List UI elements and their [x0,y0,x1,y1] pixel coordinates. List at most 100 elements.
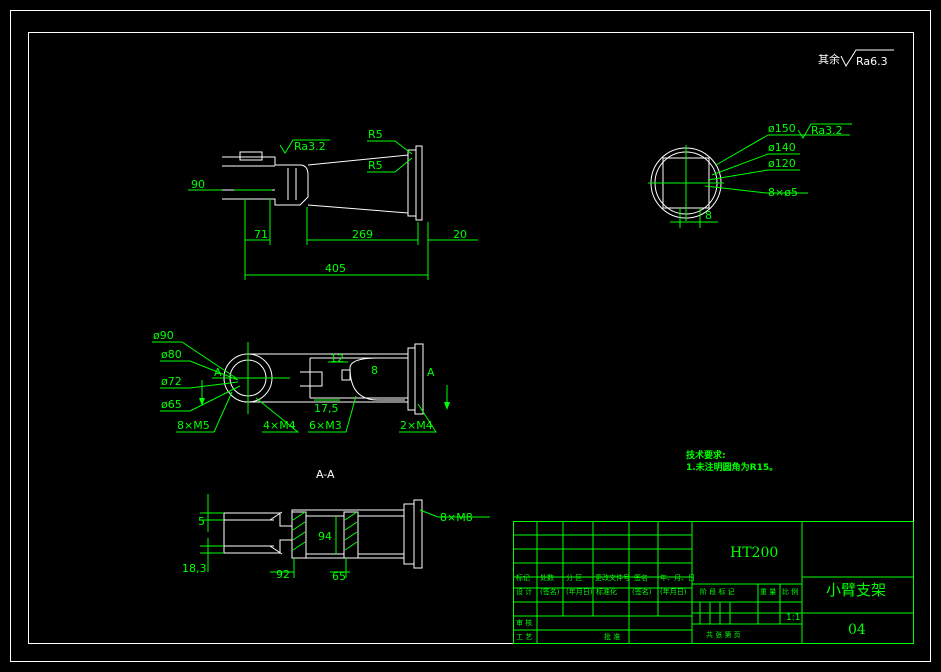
dim-12-text: 12 [330,352,344,365]
m3-leader [308,395,357,433]
d120-text: ø120 [768,157,796,170]
m5-leader [176,391,233,433]
sign1-label: (签名) [540,587,560,596]
section-label: A-A [316,468,335,481]
d65-leader [160,385,241,412]
section-a-right-arrowhead [444,402,450,410]
section-inner-left [223,513,274,553]
tech-req-line1: 1.未注明圆角为R15。 [686,461,778,473]
d150-text: ø150 [768,122,796,135]
m8-text: 8×M8 [440,511,473,524]
d90-text: ø90 [153,329,174,342]
title-block: HT200 小臂支架 04 1:1 标记 处数 分 区 更改文件号 签名 年、月… [513,521,914,644]
weight-label: 重 量 [760,588,776,596]
dim-92-text: 92 [276,568,290,581]
date2-label: (年月日) [660,587,687,596]
front-arm-outline [248,353,408,403]
scale-text: 1:1 [786,613,800,623]
top-view-inner-lines [222,165,275,191]
dim-65-text: 65 [332,570,346,583]
section-rib-2 [343,511,359,559]
top-view-lug [239,151,263,161]
hdr-zone: 分 区 [566,573,582,582]
hdr-mark: 标记 [516,573,530,582]
end-ra-text: Ra3.2 [811,124,843,137]
title-grid-stage [699,584,781,624]
roughness-symbol [840,49,894,68]
m4a-text: 4×M4 [263,419,296,432]
surface-finish-note: 其余 Ra6.3 [818,49,894,68]
title-grid-horizontal [513,534,692,631]
dim-8-end-line [670,208,718,228]
m4a-leader [255,397,300,433]
d150-leader [715,134,850,166]
section-flange [403,503,415,565]
d80-leader [160,360,239,381]
surface-finish-text: 其余 [818,52,840,66]
r5-top-text: R5 [368,128,383,141]
section-view: A-A 8×M8 5 18,3 94 92 65 [182,468,490,583]
section-a-right: A [427,366,435,379]
d90-leader [152,341,237,379]
m3-text: 6×M3 [309,419,342,432]
ratio-label: 比 例 [782,587,798,596]
section-a-left: A [214,366,222,379]
dim-269-text: 269 [352,228,373,241]
outer-frame [10,10,931,662]
d80-text: ø80 [161,348,182,361]
dim-17-5-text: 17,5 [314,402,339,415]
m4b-leader [399,403,437,433]
section-hatching [292,511,358,551]
front-centerlines [212,342,290,414]
part-name-text: 小臂支架 [826,581,886,599]
dim-405-text: 405 [325,262,346,275]
dim-8-end-text: 8 [705,209,712,222]
dim-5-line [200,494,224,532]
end-ra-symbol [797,123,852,139]
approve-label: 批 准 [604,632,620,641]
technical-requirements: 技术要求: 1.未注明圆角为R15。 [686,449,778,473]
d140-text: ø140 [768,141,796,154]
front-flange-face [414,343,424,415]
d72-text: ø72 [161,375,182,388]
sign2-label: (签名) [632,587,652,596]
hdr-count: 处数 [540,573,554,582]
dim-92-line [270,558,295,578]
holes-leader [704,185,808,194]
d65-text: ø65 [161,398,182,411]
title-grid-vertical [536,521,693,643]
sheets-label: 共 张 第 页 [706,630,741,639]
dim-5-text: 5 [198,515,205,528]
hdr-date: 年、月、日 [660,573,695,582]
section-flange-face [413,499,423,569]
end-view: ø150 Ra3.2 ø140 ø120 8×ø5 8 [648,122,852,228]
section-outline [224,509,404,559]
r5-mid-text: R5 [368,159,383,172]
front-view: ø90 ø80 ø72 ø65 A A 12 8 17,5 8×M5 4×M4 … [152,329,450,433]
section-a-left-arrowhead [199,398,205,406]
section-rib-1 [291,511,307,559]
dim-94-text: 94 [318,530,332,543]
dim-20-text: 20 [453,228,467,241]
title-grid-right [692,521,913,643]
design-label: 设 计 [516,587,532,596]
top-view-body-outline [222,156,309,206]
review-label: 审 核 [516,618,532,627]
title-block-border [513,521,914,644]
end-view-centerlines [648,145,724,221]
dim-65-line [330,558,350,578]
front-flange [407,347,416,411]
m8-leader [419,509,490,518]
hdr-doc: 更改文件号 [595,573,630,582]
front-arm-inner [309,357,408,399]
top-view-slot [287,168,297,200]
m4b-text: 2×M4 [400,419,433,432]
d120-leader [707,169,800,181]
inner-frame [28,32,914,644]
stage-label: 阶 段 标 记 [700,587,735,596]
dim-71-text: 71 [254,228,268,241]
top-view: Ra3.2 R5 R5 90 71 269 20 405 [188,128,478,280]
front-tab [341,369,351,381]
top-view-arm [307,154,409,214]
